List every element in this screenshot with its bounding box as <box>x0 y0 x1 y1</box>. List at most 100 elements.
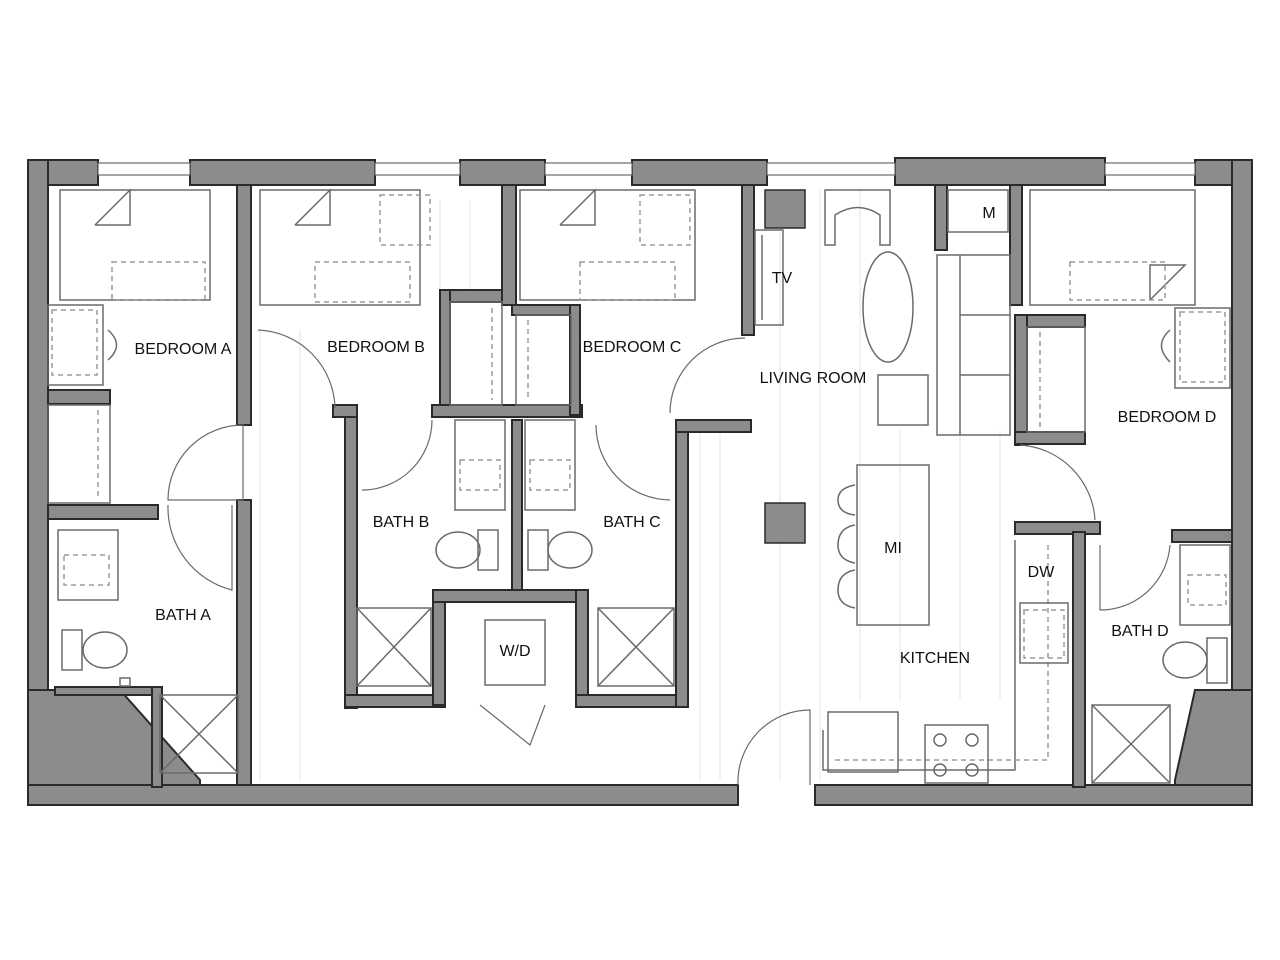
bath-c-sink <box>529 459 571 491</box>
wall-bedroom-b-c <box>501 184 517 306</box>
label-mechanical: M <box>982 205 995 222</box>
mech-unit <box>947 189 1009 233</box>
bed-c-fold <box>559 188 596 226</box>
floor-pattern <box>259 190 1001 780</box>
kitchen-sink <box>1019 602 1069 664</box>
wall-bedroom-d-closet-bottom <box>1014 431 1086 445</box>
bath-b-vanity <box>454 419 506 511</box>
bath-c-toilet-tank <box>527 529 549 571</box>
bath-d-toilet-bowl <box>1162 641 1208 679</box>
wall-closets-bottom <box>431 404 583 418</box>
desk-a-chair-outline <box>51 309 98 376</box>
wall-bath-d-north <box>1014 521 1101 535</box>
stool-1 <box>837 484 856 516</box>
shower-b <box>356 607 432 687</box>
window-bedroom-d <box>1104 162 1196 176</box>
coffee-table <box>862 251 914 363</box>
stool-3 <box>837 569 856 609</box>
bed-a-fold <box>94 188 131 226</box>
bed-a <box>59 189 211 301</box>
wall-wd-west <box>432 589 446 706</box>
wall-bath-a-south <box>54 686 161 696</box>
living-furniture <box>754 189 1011 544</box>
door-bath-a <box>167 504 233 591</box>
wall-wd-north <box>432 589 589 603</box>
wall-bottom-right <box>814 784 1253 806</box>
shower-c-x2 <box>597 607 675 687</box>
wall-bath-c-ne <box>675 419 752 433</box>
wall-bath-b-west <box>344 407 358 709</box>
wall-wd-east <box>575 589 589 706</box>
desks <box>47 304 1231 389</box>
wardrobe-b <box>449 301 503 406</box>
wall-bottom-left <box>27 784 739 806</box>
wall-closet-b-west <box>439 289 451 411</box>
wall-bath-d-west <box>1072 531 1086 788</box>
wall-bedroom-c-living <box>741 184 755 336</box>
windows <box>97 162 1196 176</box>
wall-bath-c-south <box>575 694 687 708</box>
door-bath-c <box>595 424 671 501</box>
chair-a <box>107 329 118 361</box>
door-bedroom-d <box>1019 444 1096 521</box>
label-tv: TV <box>772 270 793 287</box>
label-bedroom-d: BEDROOM D <box>1118 409 1217 426</box>
bed-c-nightstand <box>639 194 691 246</box>
interior-walls <box>47 184 1233 788</box>
bath-c-vanity <box>524 419 576 511</box>
wall-closet-c-top <box>511 304 578 316</box>
exterior-walls <box>27 157 1253 806</box>
wall-top-segment-4 <box>631 159 768 186</box>
wall-top-segment-2 <box>189 159 376 186</box>
shower-c <box>597 607 675 687</box>
counter-outline <box>822 540 1016 771</box>
bath-b-toilet-tank <box>477 529 499 571</box>
wall-bath-b-c-divider <box>511 419 523 591</box>
bed-b-fold <box>294 188 331 226</box>
window-living-room <box>766 162 896 176</box>
bed-d-storage <box>1069 261 1166 301</box>
wall-bedroom-d-closet-west <box>1014 314 1028 446</box>
wall-bath-a-east <box>236 499 252 786</box>
desk-a <box>47 304 104 386</box>
bath-c-toilet-bowl <box>547 531 593 569</box>
shower-a-x2 <box>159 694 239 774</box>
door-bedroom-c <box>669 337 746 414</box>
chair-d <box>1160 329 1171 363</box>
bath-a-toilet-bowl <box>82 631 128 669</box>
shower-b-x2 <box>356 607 432 687</box>
bath-fixtures <box>57 419 1231 784</box>
bed-b-nightstand <box>379 194 431 246</box>
label-bath-a: BATH A <box>155 607 211 624</box>
bath-d-sink <box>1187 574 1227 606</box>
sofa <box>936 254 1011 436</box>
label-bath-c: BATH C <box>603 514 660 531</box>
door-bath-d <box>1099 544 1171 611</box>
bath-d-vanity <box>1179 544 1231 626</box>
room-labels: BEDROOM A BEDROOM B BEDROOM C BEDROOM D … <box>135 205 1217 686</box>
wall-bedroom-a-closet <box>47 389 111 405</box>
range <box>924 724 989 784</box>
wall-closet-c-east <box>569 304 581 416</box>
column-top <box>764 189 806 229</box>
wall-bath-b-nw <box>332 404 358 418</box>
label-washer-dryer: W/D <box>499 643 530 660</box>
wardrobes <box>47 301 1086 504</box>
door-bedroom-b <box>257 329 336 409</box>
bath-a-bin <box>119 677 131 687</box>
shower-a <box>159 694 239 774</box>
burner-1 <box>933 733 947 747</box>
bath-a-toilet-tank <box>61 629 83 671</box>
bed-a-storage <box>111 261 206 301</box>
kitchen-sink-basin <box>1023 609 1065 659</box>
bed-c-storage <box>579 261 676 301</box>
bath-d-toilet-tank <box>1206 637 1228 684</box>
window-bedroom-a <box>97 162 191 176</box>
column-center <box>764 502 806 544</box>
wall-bedroom-a-b <box>236 184 252 426</box>
label-bedroom-a: BEDROOM A <box>135 341 232 358</box>
bath-a-vanity <box>57 529 119 601</box>
label-bedroom-b: BEDROOM B <box>327 339 425 356</box>
wall-top-segment-5 <box>894 157 1106 186</box>
